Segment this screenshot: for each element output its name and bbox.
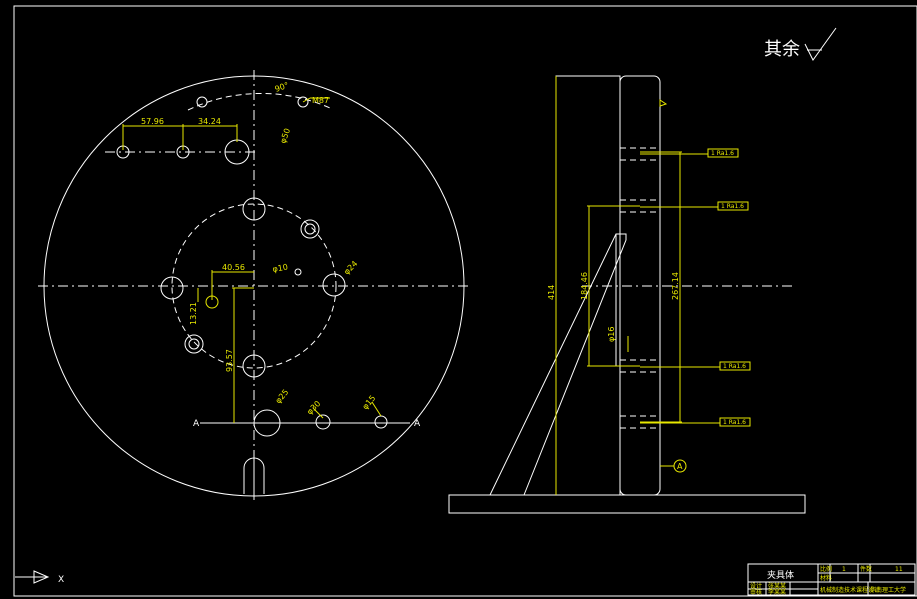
support-rib <box>489 233 627 496</box>
threaded-hole-ne <box>300 219 320 239</box>
ucs-x-label: X <box>58 575 64 585</box>
dim-text-57-96: 57.96 <box>141 117 164 126</box>
dim-text-267-14: 267.14 <box>671 272 680 300</box>
hole-top-left <box>196 96 208 108</box>
side-view: 414 184.46 267.14 φ16 1 Ra1.6 1 Ra1.6 <box>448 75 806 514</box>
dim-text-414: 414 <box>547 285 556 300</box>
hole-bottom-mid <box>315 414 331 430</box>
design-label: 设计 <box>750 582 762 590</box>
dimension-57-96: 57.96 <box>122 117 183 150</box>
section-label-left: A <box>193 419 200 429</box>
scale-label: 比例 <box>820 565 832 573</box>
roughness-symbol-icon <box>804 27 837 61</box>
check-label: 审核 <box>750 588 762 596</box>
dim-text-13-21: 13.21 <box>189 302 198 325</box>
dim-text-phi15: φ15 <box>361 394 378 412</box>
scale-value: 1 <box>842 566 846 573</box>
drawing-border <box>13 5 917 597</box>
dim-text-phi24: φ24 <box>342 259 359 276</box>
dim-text-phi50: φ50 <box>278 127 292 145</box>
design-value: 张某某 <box>768 582 786 590</box>
project-name: 机械制造技术课程设计 <box>820 586 880 594</box>
leader-label-4: 1 Ra1.6 <box>640 417 751 427</box>
leader-label-3: 1 Ra1.6 <box>640 361 751 371</box>
base-plate <box>448 494 806 514</box>
leader-text-1: 1 Ra1.6 <box>711 150 734 157</box>
dim-text-phi16: φ16 <box>607 327 616 342</box>
hole-bottom-right <box>374 415 388 429</box>
leader-phi15 <box>371 401 382 417</box>
dim-text-184-46: 184.46 <box>580 272 589 300</box>
dim-text-phi10: φ10 <box>272 262 289 274</box>
datum-triangle-icon <box>659 99 668 107</box>
roughness-note-text: 其余 <box>764 39 800 60</box>
dimension-13-21: 13.21 <box>189 288 199 325</box>
section-label-right: A <box>414 419 421 429</box>
qty-value: 11 <box>895 566 903 573</box>
dimension-267-14: 267.14 <box>640 151 682 423</box>
dim-text-phi30: φ30 <box>305 399 322 416</box>
leader-label-2: 1 Ra1.6 <box>640 201 749 211</box>
ucs-icon: X <box>15 570 64 585</box>
dim-text-40-56: 40.56 <box>222 263 245 272</box>
front-view: 57.96 34.24 40.56 13.21 93.57 M87 φ50 <box>38 70 470 500</box>
dim-text-34-24: 34.24 <box>198 117 221 126</box>
hole-top-right <box>297 96 309 108</box>
leader-text-2: 1 Ra1.6 <box>721 203 744 210</box>
threaded-hole-sw <box>184 334 204 354</box>
hole-bottom <box>242 354 266 378</box>
qty-label: 件数 <box>860 565 872 573</box>
hole-left <box>160 276 184 300</box>
title-block: 夹具体 比例 1 件数 11 材料 设计 张某某 审核 李某某 机械制造技术课程… <box>747 563 916 596</box>
dim-text-m87: M87 <box>312 96 329 105</box>
leader-text-3: 1 Ra1.6 <box>723 363 746 370</box>
bolt-circle <box>171 203 337 369</box>
hole-sections <box>620 147 660 429</box>
dim-text-phi25: φ25 <box>274 388 291 406</box>
roughness-note: 其余 <box>764 27 837 61</box>
upright-front <box>619 75 661 496</box>
dim-text-90: 90° <box>274 81 290 94</box>
dimension-40-56: 40.56 <box>211 263 254 300</box>
leader-label-1: 1 Ra1.6 <box>640 148 739 158</box>
part-name: 夹具体 <box>767 569 794 581</box>
top-pitch-arc <box>187 92 331 111</box>
dimension-mr7: M87 <box>302 96 330 105</box>
datum-text: A <box>677 462 683 471</box>
dimension-34-24: 34.24 <box>182 117 238 150</box>
dimension-414: 414 <box>547 76 557 495</box>
leader-text-4: 1 Ra1.6 <box>723 419 746 426</box>
material-label: 材料 <box>820 574 832 582</box>
hole-top <box>242 197 266 221</box>
school-name: 华南理工大学 <box>870 586 906 594</box>
center-mark-hole <box>294 268 302 276</box>
dimension-184-46: 184.46 <box>580 205 640 367</box>
dim-text-93-57: 93.57 <box>225 349 234 372</box>
check-value: 李某某 <box>768 588 786 596</box>
dimension-93-57: 93.57 <box>225 287 254 423</box>
hole-right <box>322 273 346 297</box>
datum-a: A <box>660 459 687 473</box>
leader-phi30 <box>312 407 324 419</box>
